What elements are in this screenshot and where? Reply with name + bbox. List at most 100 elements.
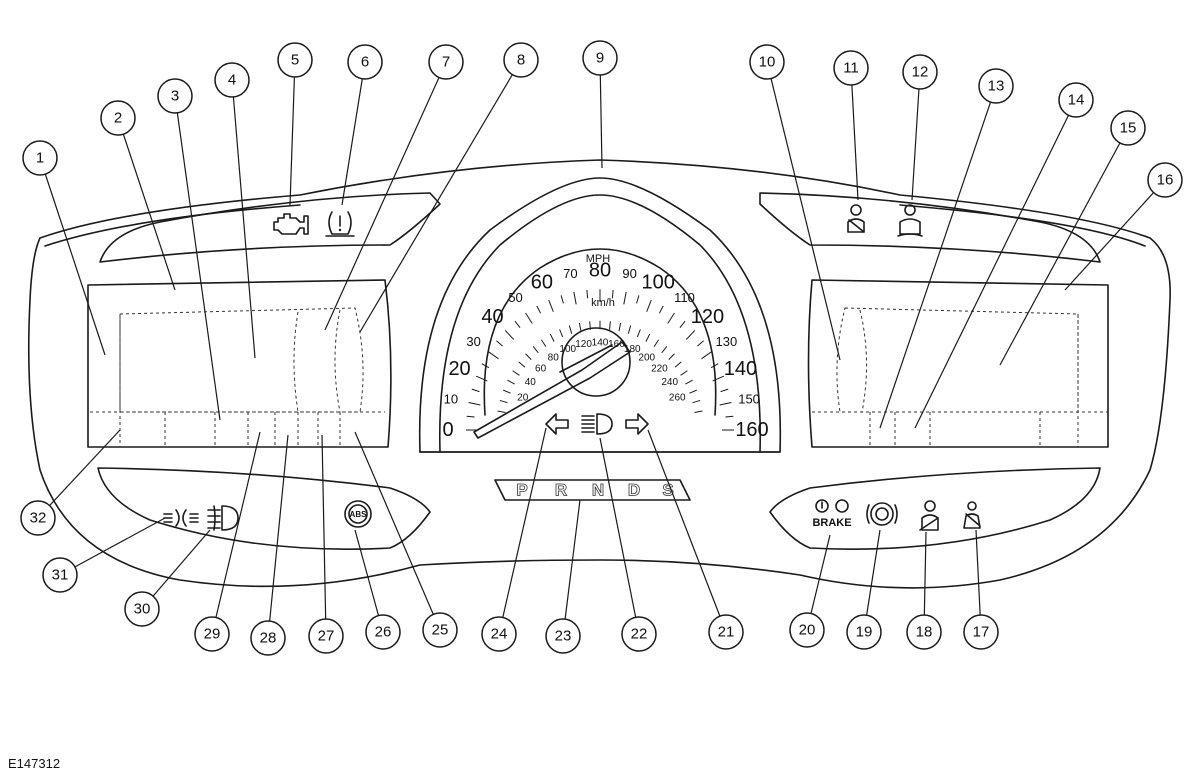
callout-circle [1147,162,1183,198]
kmh-tick [518,361,526,368]
kmh-tick [692,399,701,404]
callout-circle [846,614,882,650]
leader-line [324,61,447,331]
mph-tick [471,388,480,393]
callout-number: 21 [718,624,735,641]
abs-label: ABS [350,510,368,519]
callout-circle [214,62,250,98]
callout-number: 14 [1068,92,1085,109]
mph-tick [646,299,652,312]
mph-tick [504,330,515,340]
callout-number: 9 [596,50,604,67]
callout-number: 3 [171,88,179,105]
mph-label: 20 [448,358,470,380]
callout-13: 13 [978,68,1014,104]
kmh-label: 60 [535,364,547,375]
upper-left-panel [99,192,441,263]
tire-pressure-icon [325,211,355,237]
callout-22: 22 [621,616,657,652]
callout-circle [545,618,581,654]
mph-label: 140 [724,358,757,380]
callout-circle [42,557,78,593]
kmh-tick [532,346,539,354]
callout-number: 13 [988,78,1005,95]
leader-line [117,117,176,291]
mph-label: 160 [735,419,768,441]
mph-label: 40 [481,306,503,328]
kmh-tick [578,322,582,332]
leader-line [289,59,296,206]
callout-circle [1058,82,1094,118]
leader-line [359,59,522,333]
mph-tick [548,299,554,312]
kmh-tick [653,339,660,347]
kmh-tick [540,339,547,347]
callout-circle [902,54,938,90]
mph-label: 90 [622,266,636,281]
upper-right-panel [759,192,1101,263]
callout-28: 28 [250,620,286,656]
kmh-unit: km/h [591,297,615,309]
mph-tick [560,295,564,304]
callout-circle [708,614,744,650]
callout-number: 7 [442,54,450,71]
mph-tick [488,351,499,360]
leader-line [879,85,997,429]
kmh-tick [689,389,698,394]
leader-line [174,95,221,421]
callout-14: 14 [1058,82,1094,118]
callout-21: 21 [708,614,744,650]
leader-line [498,427,547,635]
engine-check-icon [273,213,309,235]
leader-line [1064,179,1166,291]
callout-number: 10 [759,54,776,71]
leader-line [766,61,841,361]
seatbelt-reminder-icon [847,204,865,233]
leader-line [37,429,121,519]
mph-tick [685,330,696,340]
leader-line [850,67,859,201]
callout-1: 1 [22,140,58,176]
kmh-label: 140 [592,337,609,348]
mph-unit: MPH [586,253,611,265]
callout-number: 23 [555,628,572,645]
callout-27: 27 [308,618,344,654]
mph-label: 10 [444,391,458,406]
mph-tick [623,291,627,305]
callout-15: 15 [1110,110,1146,146]
right-display [807,279,1109,448]
airbag-icon [919,500,939,531]
gear-selector: P R N D S [494,479,691,501]
callout-19: 19 [846,614,882,650]
callout-number: 2 [114,110,122,127]
callout-circle [963,614,999,650]
mph-tick [697,340,704,347]
kmh-tick [499,399,508,404]
mph-tick [658,305,664,314]
mph-tick-marks [466,289,734,431]
callout-11: 11 [833,50,869,86]
callout-circle [365,614,401,650]
kmh-tick [559,329,564,338]
gear-N: N [592,481,604,500]
leader-line [267,434,289,639]
kmh-label: 200 [638,352,655,363]
left-display [87,279,392,448]
callout-circle [428,44,464,80]
callout-number: 12 [912,64,929,81]
callout-circle [22,140,58,176]
callout-5: 5 [277,42,313,78]
callout-circle [20,500,56,536]
leader-line [599,57,603,169]
mph-label: 60 [531,272,553,294]
kmh-tick [685,379,693,385]
callout-number: 31 [52,567,69,584]
mph-tick [496,340,503,347]
callout-24: 24 [481,616,517,652]
kmh-tick [507,379,515,385]
mph-label: 100 [641,272,674,294]
kmh-tick [609,321,611,330]
callout-circle [422,612,458,648]
airbag-passenger-icon [897,204,923,237]
